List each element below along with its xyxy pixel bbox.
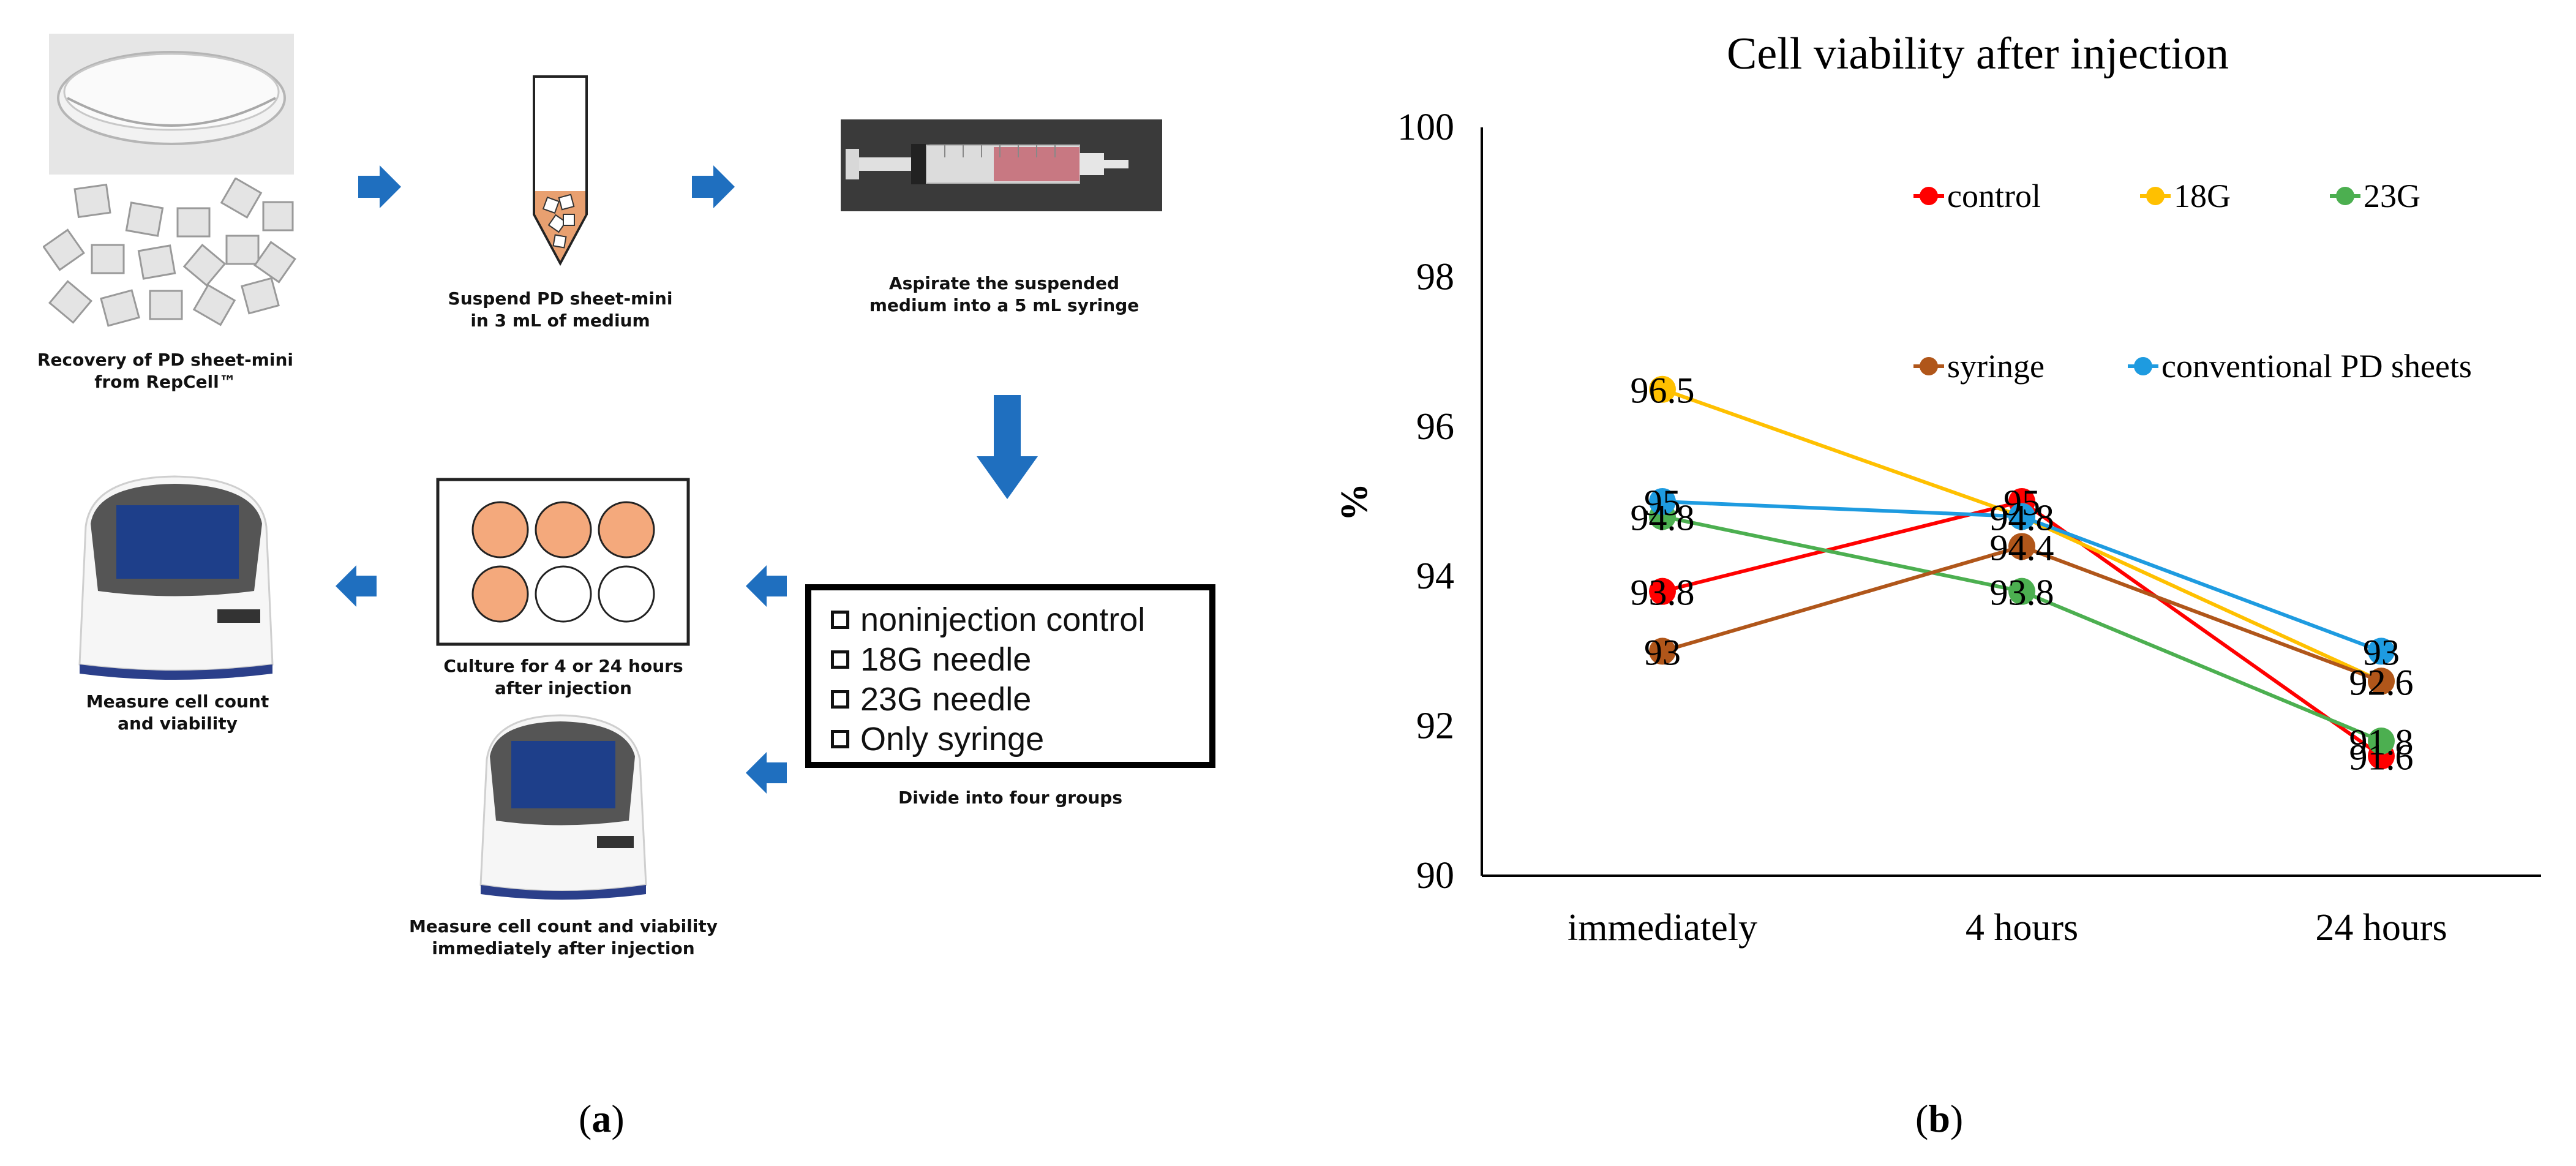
arrow-left-icon: [336, 565, 377, 607]
data-label: 91.6: [2349, 737, 2414, 777]
group-item: 18G needle: [831, 641, 1031, 678]
data-point: [2008, 577, 2035, 605]
well-plate-illustration: [436, 478, 690, 646]
measure-caption: Measure cell count and viability: [86, 691, 269, 734]
groups-box: noninjection control 18G needle 23G need…: [805, 584, 1215, 768]
line-chart: Cell viability after injection % 90 92 94 9…: [1334, 29, 2541, 949]
data-label: 91.8: [2349, 722, 2414, 762]
checkbox-icon: [831, 650, 849, 669]
group-item: 23G needle: [831, 681, 1031, 718]
x-tick-label: 4 hours: [1966, 907, 2078, 949]
data-label: 95: [1644, 483, 1681, 523]
legend-marker: [2134, 357, 2152, 375]
syringe-illustration: [841, 119, 1162, 211]
checkbox-icon: [831, 611, 849, 629]
arrow-left-icon: [746, 752, 787, 794]
y-tick-label: 92: [1416, 705, 1454, 747]
legend-marker: [1920, 187, 1938, 205]
legend-label: control: [1947, 178, 2041, 214]
data-point: [2368, 668, 2395, 695]
data-point: [1649, 488, 1676, 515]
data-label: 92.6: [2349, 662, 2414, 702]
step3-caption: Aspirate the suspended medium into a 5 m…: [869, 273, 1140, 315]
chart-title: Cell viability after injection: [1727, 29, 2229, 79]
cell-counter-device-icon: [479, 714, 647, 900]
legend-label: conventional PD sheets: [2161, 348, 2472, 385]
cell-counter-device-icon: [78, 475, 274, 680]
petri-dish-illustration: [49, 34, 294, 175]
arrow-down-icon: [977, 395, 1038, 499]
x-tick-label: 24 hours: [2315, 907, 2447, 949]
cell-sheets-illustration: [43, 178, 296, 327]
group-item: noninjection control: [831, 601, 1145, 638]
arrow-left-icon: [746, 565, 787, 607]
data-label: 92.6: [2349, 662, 2414, 702]
step1-caption: Recovery of PD sheet-mini from RepCell™: [37, 350, 293, 392]
data-label: 94.8: [1631, 497, 1695, 538]
checkbox-icon: [831, 690, 849, 709]
culture-caption: Culture for 4 or 24 hours after injectio…: [443, 656, 683, 698]
data-label: 94.4: [1990, 527, 2054, 568]
data-label: 93.8: [1631, 573, 1695, 613]
legend-marker: [2336, 187, 2354, 205]
data-point: [1649, 577, 1676, 605]
y-tick-label: 100: [1397, 107, 1454, 148]
data-label: 94.8: [1990, 497, 2054, 538]
data-label: 94.8: [1990, 497, 2054, 538]
y-tick-label: 94: [1416, 555, 1454, 597]
measure-immediate-caption: Measure cell count and viability immedia…: [408, 916, 718, 958]
step2-caption: Suspend PD sheet-mini in 3 mL of medium: [448, 288, 673, 331]
tube-illustration: [533, 75, 588, 266]
y-tick-label: 90: [1416, 855, 1454, 897]
legend-label: syringe: [1947, 348, 2045, 385]
legend-marker: [2146, 187, 2165, 205]
arrow-right-icon: [358, 165, 401, 208]
legend-label: 23G: [2364, 178, 2420, 214]
data-point: [2008, 533, 2035, 560]
groups-caption: Divide into four groups: [898, 788, 1122, 808]
data-point: [2368, 638, 2395, 665]
checkbox-icon: [831, 730, 849, 748]
data-point: [2368, 728, 2395, 755]
y-tick-label: 96: [1416, 406, 1454, 448]
data-label: 93.8: [1990, 573, 2054, 613]
data-point: [1649, 638, 1676, 665]
panel-label-b: (b): [1915, 1097, 1964, 1140]
group-item: Only syringe: [831, 721, 1044, 758]
data-label: 93: [1644, 632, 1681, 672]
arrow-right-icon: [692, 165, 735, 208]
panel-label-a: (a): [579, 1097, 625, 1140]
y-axis-label: %: [1334, 483, 1375, 521]
data-point: [2008, 503, 2035, 530]
legend-marker: [1920, 357, 1938, 375]
data-label: 96.5: [1631, 370, 1695, 411]
y-tick-label: 98: [1416, 256, 1454, 298]
data-label: 95: [2003, 483, 2040, 523]
data-point: [1649, 375, 1676, 403]
legend-label: 18G: [2174, 178, 2231, 214]
data-label: 93: [2363, 632, 2400, 672]
x-tick-label: immediately: [1568, 907, 1757, 949]
